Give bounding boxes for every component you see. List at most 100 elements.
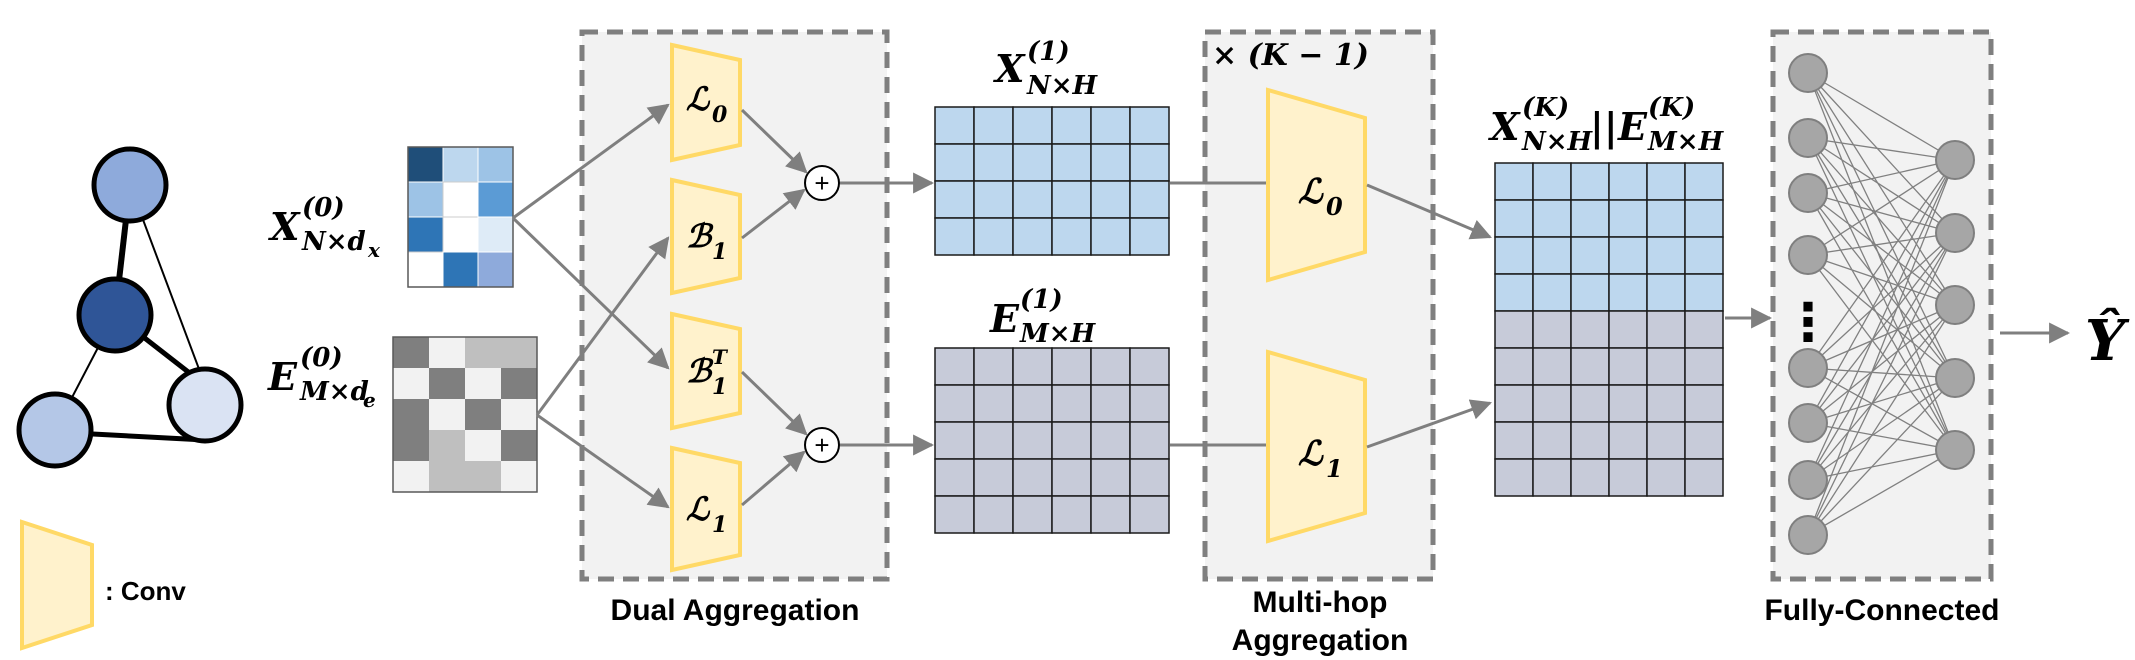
e1-cell <box>1090 495 1131 534</box>
fc-edge <box>1807 159 1956 481</box>
fc-neuron <box>1788 118 1828 158</box>
e1-cell <box>1012 347 1053 386</box>
fc-edge <box>1807 232 1956 424</box>
fc-edge <box>1807 72 1956 379</box>
op-b1-sub: 1 <box>712 239 727 265</box>
e0-subsub: e <box>363 388 376 412</box>
fc-neuron <box>1788 235 1828 275</box>
e1-cell <box>973 495 1014 534</box>
fc-edge <box>1807 377 1956 536</box>
ek-base: E <box>1617 104 1648 149</box>
x1-cell <box>1012 217 1053 256</box>
concat-cell <box>1570 310 1610 349</box>
concat-cell <box>1494 162 1534 201</box>
x1-cell <box>1129 143 1170 182</box>
x1-cell <box>1090 217 1131 256</box>
mh-op-l0-base: ℒ <box>1298 172 1324 212</box>
fc-edge <box>1807 367 1956 379</box>
fc-neuron <box>1788 53 1828 93</box>
concat-cell <box>1570 236 1610 275</box>
concat-cell <box>1532 310 1572 349</box>
x0-matrix <box>407 146 514 288</box>
conv-block-mh-l0 <box>1266 87 1367 283</box>
op-b1-base: ℬ <box>686 217 714 255</box>
concat-cell <box>1684 199 1724 238</box>
x1-cell <box>1012 106 1053 145</box>
concat-cell <box>1570 347 1610 386</box>
fc-edge <box>1807 367 1956 451</box>
fc-edge <box>1807 159 1956 536</box>
dual-aggregation-title: Dual Aggregation <box>611 594 860 627</box>
e1-base: E <box>989 296 1020 341</box>
x1-cell <box>1129 106 1170 145</box>
conv-block-b1 <box>670 177 742 296</box>
e1-cell <box>1129 458 1170 497</box>
fc-edge <box>1807 137 1956 234</box>
x1-cell <box>1051 106 1092 145</box>
e1-cell <box>1051 421 1092 460</box>
concat-cell <box>1684 236 1724 275</box>
fc-edge <box>1807 137 1956 306</box>
x0-sup: (0) <box>302 193 345 223</box>
concat-matrix <box>1494 162 1724 497</box>
fc-edge <box>1807 232 1956 536</box>
e1-cell <box>934 458 975 497</box>
op-l1-sub: 1 <box>712 512 727 538</box>
x0-subsub: x <box>367 238 381 262</box>
multi-hop-title-1: Multi-hop <box>1253 586 1388 619</box>
mh-op-l1-sub: 1 <box>1326 454 1343 483</box>
graph-node <box>16 391 94 469</box>
concat-cell <box>1494 273 1534 312</box>
x1-cell <box>1090 180 1131 219</box>
concat-cell <box>1570 162 1610 201</box>
x1-sup: (1) <box>1027 37 1070 67</box>
e1-cell <box>1051 458 1092 497</box>
multi-hop-repeat: × (K − 1) <box>1212 38 1369 73</box>
concat-cell <box>1494 310 1534 349</box>
conv-legend-icon <box>20 519 94 651</box>
e1-cell <box>973 347 1014 386</box>
fc-edge <box>1807 137 1956 379</box>
x1-cell <box>934 217 975 256</box>
mh-op-l0-sub: 0 <box>1326 192 1343 221</box>
e1-cell <box>934 421 975 460</box>
input-arrows <box>511 103 935 509</box>
graph-node <box>91 146 169 224</box>
conv-block-b1t <box>670 311 742 431</box>
ek-sup: (K) <box>1648 93 1695 123</box>
x1-cell <box>934 106 975 145</box>
e1-cell <box>1129 384 1170 423</box>
concat-cell <box>1608 273 1648 312</box>
fc-edge <box>1807 232 1956 256</box>
concat-cell <box>1608 384 1648 423</box>
e1-cell <box>934 347 975 386</box>
fc-neuron <box>1935 285 1975 325</box>
fc-neuron <box>1935 358 1975 398</box>
fc-neuron <box>1788 515 1828 555</box>
x1-cell <box>934 143 975 182</box>
x1-cell <box>973 180 1014 219</box>
e1-cell <box>1051 495 1092 534</box>
op-b1t-sup: T <box>712 345 729 369</box>
fc-edge <box>1807 377 1956 424</box>
e0-label: E (0) M×d e <box>267 343 376 412</box>
output-label: Ŷ <box>2085 307 2130 374</box>
conv-block-mh-l1 <box>1266 349 1367 544</box>
e1-cell <box>1090 384 1131 423</box>
concat-cell <box>1570 421 1610 460</box>
e1-cell <box>1090 458 1131 497</box>
x1-cell <box>1051 217 1092 256</box>
concat-cell <box>1684 162 1724 201</box>
concat-cell <box>1608 162 1648 201</box>
x1-sub: N×H <box>1026 71 1099 101</box>
e1-cell <box>1090 421 1131 460</box>
fc-edges <box>1807 72 1956 536</box>
plus-symbol-bottom: + <box>814 430 829 460</box>
concat-cell <box>1532 236 1572 275</box>
concat-cell <box>1570 458 1610 497</box>
fc-edge <box>1807 304 1956 424</box>
e1-cell <box>1129 347 1170 386</box>
concat-cell <box>1532 273 1572 312</box>
xk-base: X <box>1488 104 1521 149</box>
fc-edge <box>1807 232 1956 481</box>
